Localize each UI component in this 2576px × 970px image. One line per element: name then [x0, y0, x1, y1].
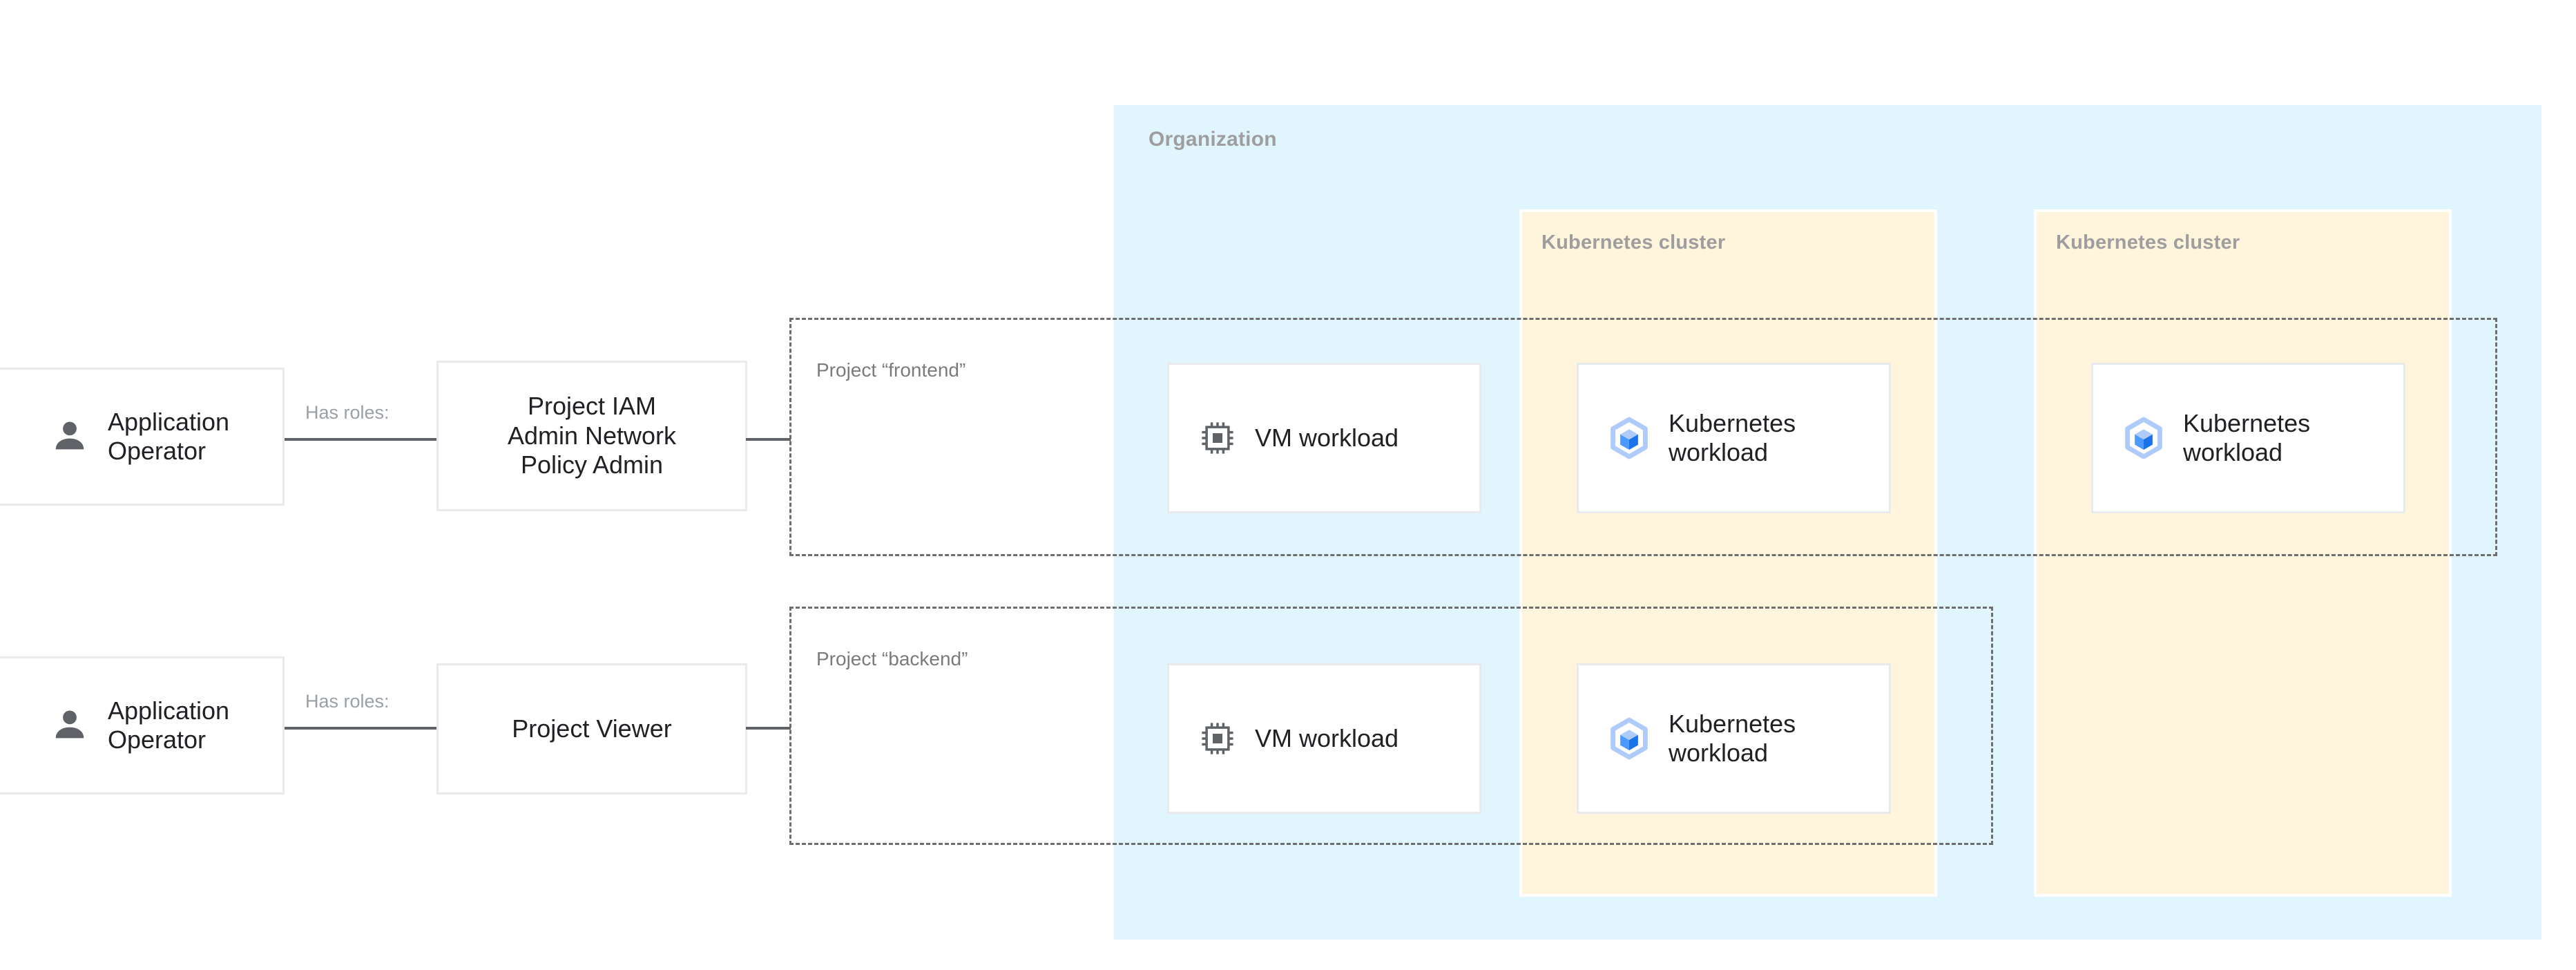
actor-label: Application Operator [107, 696, 230, 754]
connector-label-has-roles-1: Has roles: [305, 402, 390, 423]
connector-role-to-project-2 [746, 727, 791, 730]
person-icon [50, 705, 90, 745]
cpu-chip-icon [1198, 719, 1237, 758]
kubernetes-workload-card-backend-cluster-1: Kubernetes workload [1577, 663, 1891, 814]
actor-box-application-operator-1: Application Operator [0, 368, 285, 506]
workload-label: Kubernetes workload [1669, 408, 1796, 466]
vm-workload-card-backend: VM workload [1167, 663, 1481, 814]
workload-label: VM workload [1255, 723, 1399, 752]
cpu-chip-icon [1198, 419, 1237, 457]
vm-workload-card-frontend: VM workload [1167, 363, 1481, 513]
role-label: Project IAM Admin Network Policy Admin [507, 392, 677, 479]
role-box-1: Project IAM Admin Network Policy Admin [436, 361, 747, 511]
kubernetes-workload-card-frontend-cluster-1: Kubernetes workload [1577, 363, 1891, 513]
actor-box-application-operator-2: Application Operator [0, 656, 285, 795]
project-boundary-backend [789, 607, 1993, 845]
kubernetes-workload-card-frontend-cluster-2: Kubernetes workload [2091, 363, 2405, 513]
connector-label-has-roles-2: Has roles: [305, 691, 390, 712]
connector-actor-to-role-1 [285, 438, 438, 441]
kubernetes-cluster-label-1: Kubernetes cluster [1541, 231, 1726, 254]
role-label: Project Viewer [512, 714, 672, 743]
connector-actor-to-role-2 [285, 727, 438, 730]
kubernetes-cluster-panel-2 [2034, 209, 2452, 897]
kubernetes-cluster-label-2: Kubernetes cluster [2056, 231, 2240, 254]
kubernetes-cube-icon [1608, 417, 1651, 459]
connector-role-to-project-1 [746, 438, 791, 441]
workload-label: Kubernetes workload [1669, 709, 1796, 767]
project-label-backend: Project “backend” [816, 648, 968, 669]
workload-label: VM workload [1255, 423, 1399, 452]
project-label-frontend: Project “frontend” [816, 359, 966, 381]
project-boundary-frontend [789, 318, 2497, 556]
organization-label: Organization [1148, 128, 1277, 151]
person-icon [50, 417, 90, 457]
actor-label: Application Operator [107, 408, 230, 465]
kubernetes-cube-icon [1608, 717, 1651, 760]
workload-label: Kubernetes workload [2183, 408, 2311, 466]
kubernetes-cube-icon [2122, 417, 2165, 459]
role-box-2: Project Viewer [436, 663, 747, 795]
